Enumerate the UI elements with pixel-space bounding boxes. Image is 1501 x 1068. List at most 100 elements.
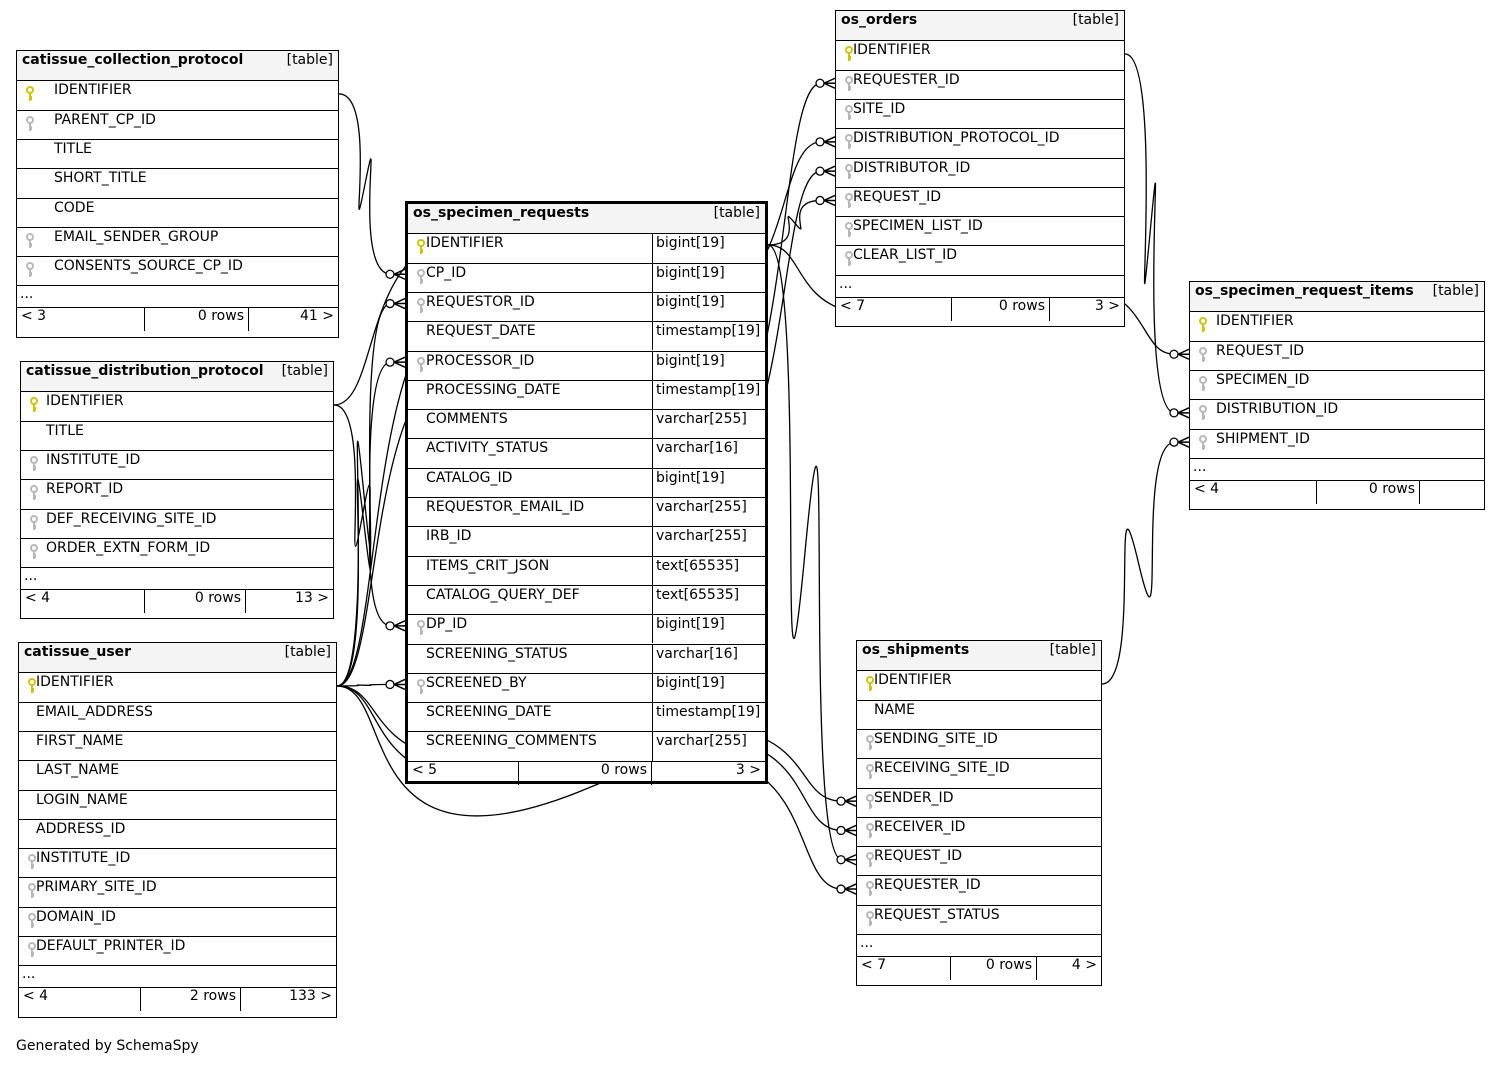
- table-collection-protocol[interactable]: catissue_collection_protocol[table]IDENT…: [16, 50, 339, 338]
- footer-cell-children-count[interactable]: 4 >: [1037, 957, 1101, 980]
- column-row[interactable]: IDENTIFIER: [836, 40, 1124, 69]
- column-row[interactable]: NAME: [857, 699, 1101, 729]
- footer-cell-parents-count[interactable]: < 7: [836, 297, 952, 321]
- column-row[interactable]: SHIPMENT_ID: [1190, 428, 1484, 458]
- table-header[interactable]: os_shipments[table]: [857, 641, 1101, 671]
- column-row[interactable]: SPECIMEN_LIST_ID: [836, 216, 1124, 245]
- more-columns-row[interactable]: ...: [21, 567, 333, 589]
- column-row[interactable]: PARENT_CP_ID: [17, 109, 338, 139]
- footer-cell-parents-count[interactable]: < 4: [19, 988, 141, 1012]
- footer-cell-parents-count[interactable]: < 4: [21, 590, 145, 614]
- column-row[interactable]: REQUEST_ID: [836, 186, 1124, 216]
- more-columns-row[interactable]: ...: [857, 934, 1101, 956]
- column-row[interactable]: DISTRIBUTOR_ID: [836, 157, 1124, 187]
- footer-cell-children-count[interactable]: 13 >: [246, 590, 333, 613]
- column-row[interactable]: INSTITUTE_ID: [21, 449, 333, 479]
- footer-cell-parents-count[interactable]: < 3: [17, 308, 145, 332]
- column-row[interactable]: CLEAR_LIST_ID: [836, 245, 1124, 274]
- column-row[interactable]: IDENTIFIER: [1190, 311, 1484, 340]
- column-row[interactable]: INSTITUTE_ID: [19, 848, 336, 877]
- footer-cell-row-count: 0 rows: [519, 761, 652, 785]
- column-type: bigint[19]: [656, 616, 725, 633]
- footer-cell-children-count[interactable]: 3 >: [652, 762, 765, 785]
- column-row[interactable]: DISTRIBUTION_ID: [1190, 399, 1484, 428]
- column-row[interactable]: SITE_ID: [836, 98, 1124, 128]
- table-distribution-protocol[interactable]: catissue_distribution_protocol[table]IDE…: [20, 361, 334, 619]
- more-columns-row[interactable]: ...: [1190, 457, 1484, 480]
- footer-cell-children-count[interactable]: 133 >: [241, 988, 336, 1011]
- column-row[interactable]: DISTRIBUTION_PROTOCOL_ID: [836, 128, 1124, 157]
- column-row[interactable]: EMAIL_SENDER_GROUP: [17, 226, 338, 256]
- column-row[interactable]: REQUEST_STATUS: [857, 904, 1101, 934]
- column-row[interactable]: RECEIVER_ID: [857, 816, 1101, 846]
- column-row[interactable]: SPECIMEN_ID: [1190, 369, 1484, 399]
- column-row[interactable]: IDENTIFIER: [19, 672, 336, 701]
- footer-cell-parents-count[interactable]: < 4: [1190, 480, 1317, 504]
- column-row[interactable]: REQUESTER_ID: [836, 69, 1124, 99]
- column-row[interactable]: REQUEST_ID: [1190, 340, 1484, 370]
- column-row[interactable]: DEF_RECEIVING_SITE_ID: [21, 508, 333, 538]
- column-row[interactable]: ADDRESS_ID: [19, 818, 336, 848]
- column-row[interactable]: DOMAIN_ID: [19, 906, 336, 936]
- table-request-items[interactable]: os_specimen_request_items[table]IDENTIFI…: [1189, 281, 1485, 510]
- column-row[interactable]: REPORT_ID: [21, 479, 333, 508]
- column-row[interactable]: EMAIL_ADDRESS: [19, 701, 336, 731]
- column-row[interactable]: IDENTIFIER: [17, 80, 338, 109]
- more-columns-row[interactable]: ...: [17, 285, 338, 307]
- footer-cell-children-count[interactable]: [1420, 481, 1484, 504]
- table-header[interactable]: catissue_user[table]: [19, 643, 336, 673]
- column-name: REPORT_ID: [46, 481, 124, 498]
- column-row[interactable]: ORDER_EXTN_FORM_ID: [21, 537, 333, 567]
- column-row[interactable]: PRIMARY_SITE_ID: [19, 877, 336, 906]
- footer-cell-children-count[interactable]: 3 >: [1050, 298, 1124, 321]
- column-row[interactable]: LOGIN_NAME: [19, 789, 336, 819]
- column-row[interactable]: REQUESTER_ID: [857, 875, 1101, 904]
- column-row[interactable]: CODE: [17, 197, 338, 227]
- footer-cell-parents-count[interactable]: < 5: [408, 761, 519, 785]
- column-row[interactable]: FIRST_NAME: [19, 730, 336, 760]
- more-columns-row[interactable]: ...: [836, 274, 1124, 297]
- table-header[interactable]: os_specimen_request_items[table]: [1190, 282, 1484, 312]
- column-row[interactable]: IDENTIFIER: [857, 670, 1101, 699]
- table-header[interactable]: os_specimen_requests[table]: [408, 204, 765, 234]
- column-row[interactable]: DEFAULT_PRINTER_ID: [19, 936, 336, 965]
- column-row[interactable]: LAST_NAME: [19, 760, 336, 789]
- column-row[interactable]: IDENTIFIER: [21, 391, 333, 420]
- column-row[interactable]: TITLE: [17, 138, 338, 168]
- column-row[interactable]: CONSENTS_SOURCE_CP_ID: [17, 256, 338, 285]
- more-columns-row[interactable]: ...: [19, 965, 336, 987]
- column-row[interactable]: TITLE: [21, 420, 333, 450]
- table-header[interactable]: os_orders[table]: [836, 11, 1124, 41]
- column-row[interactable]: SHORT_TITLE: [17, 168, 338, 197]
- column-row[interactable]: SENDING_SITE_ID: [857, 728, 1101, 758]
- table-header[interactable]: catissue_collection_protocol[table]: [17, 51, 338, 81]
- table-header[interactable]: catissue_distribution_protocol[table]: [21, 362, 333, 392]
- column-row[interactable]: REQUEST_ID: [857, 846, 1101, 875]
- footer-cell-children-count[interactable]: 41 >: [249, 308, 338, 331]
- column-row[interactable]: RECEIVING_SITE_ID: [857, 758, 1101, 787]
- column-row[interactable]: SENDER_ID: [857, 787, 1101, 817]
- footer-cell-parents-count[interactable]: < 7: [857, 957, 951, 980]
